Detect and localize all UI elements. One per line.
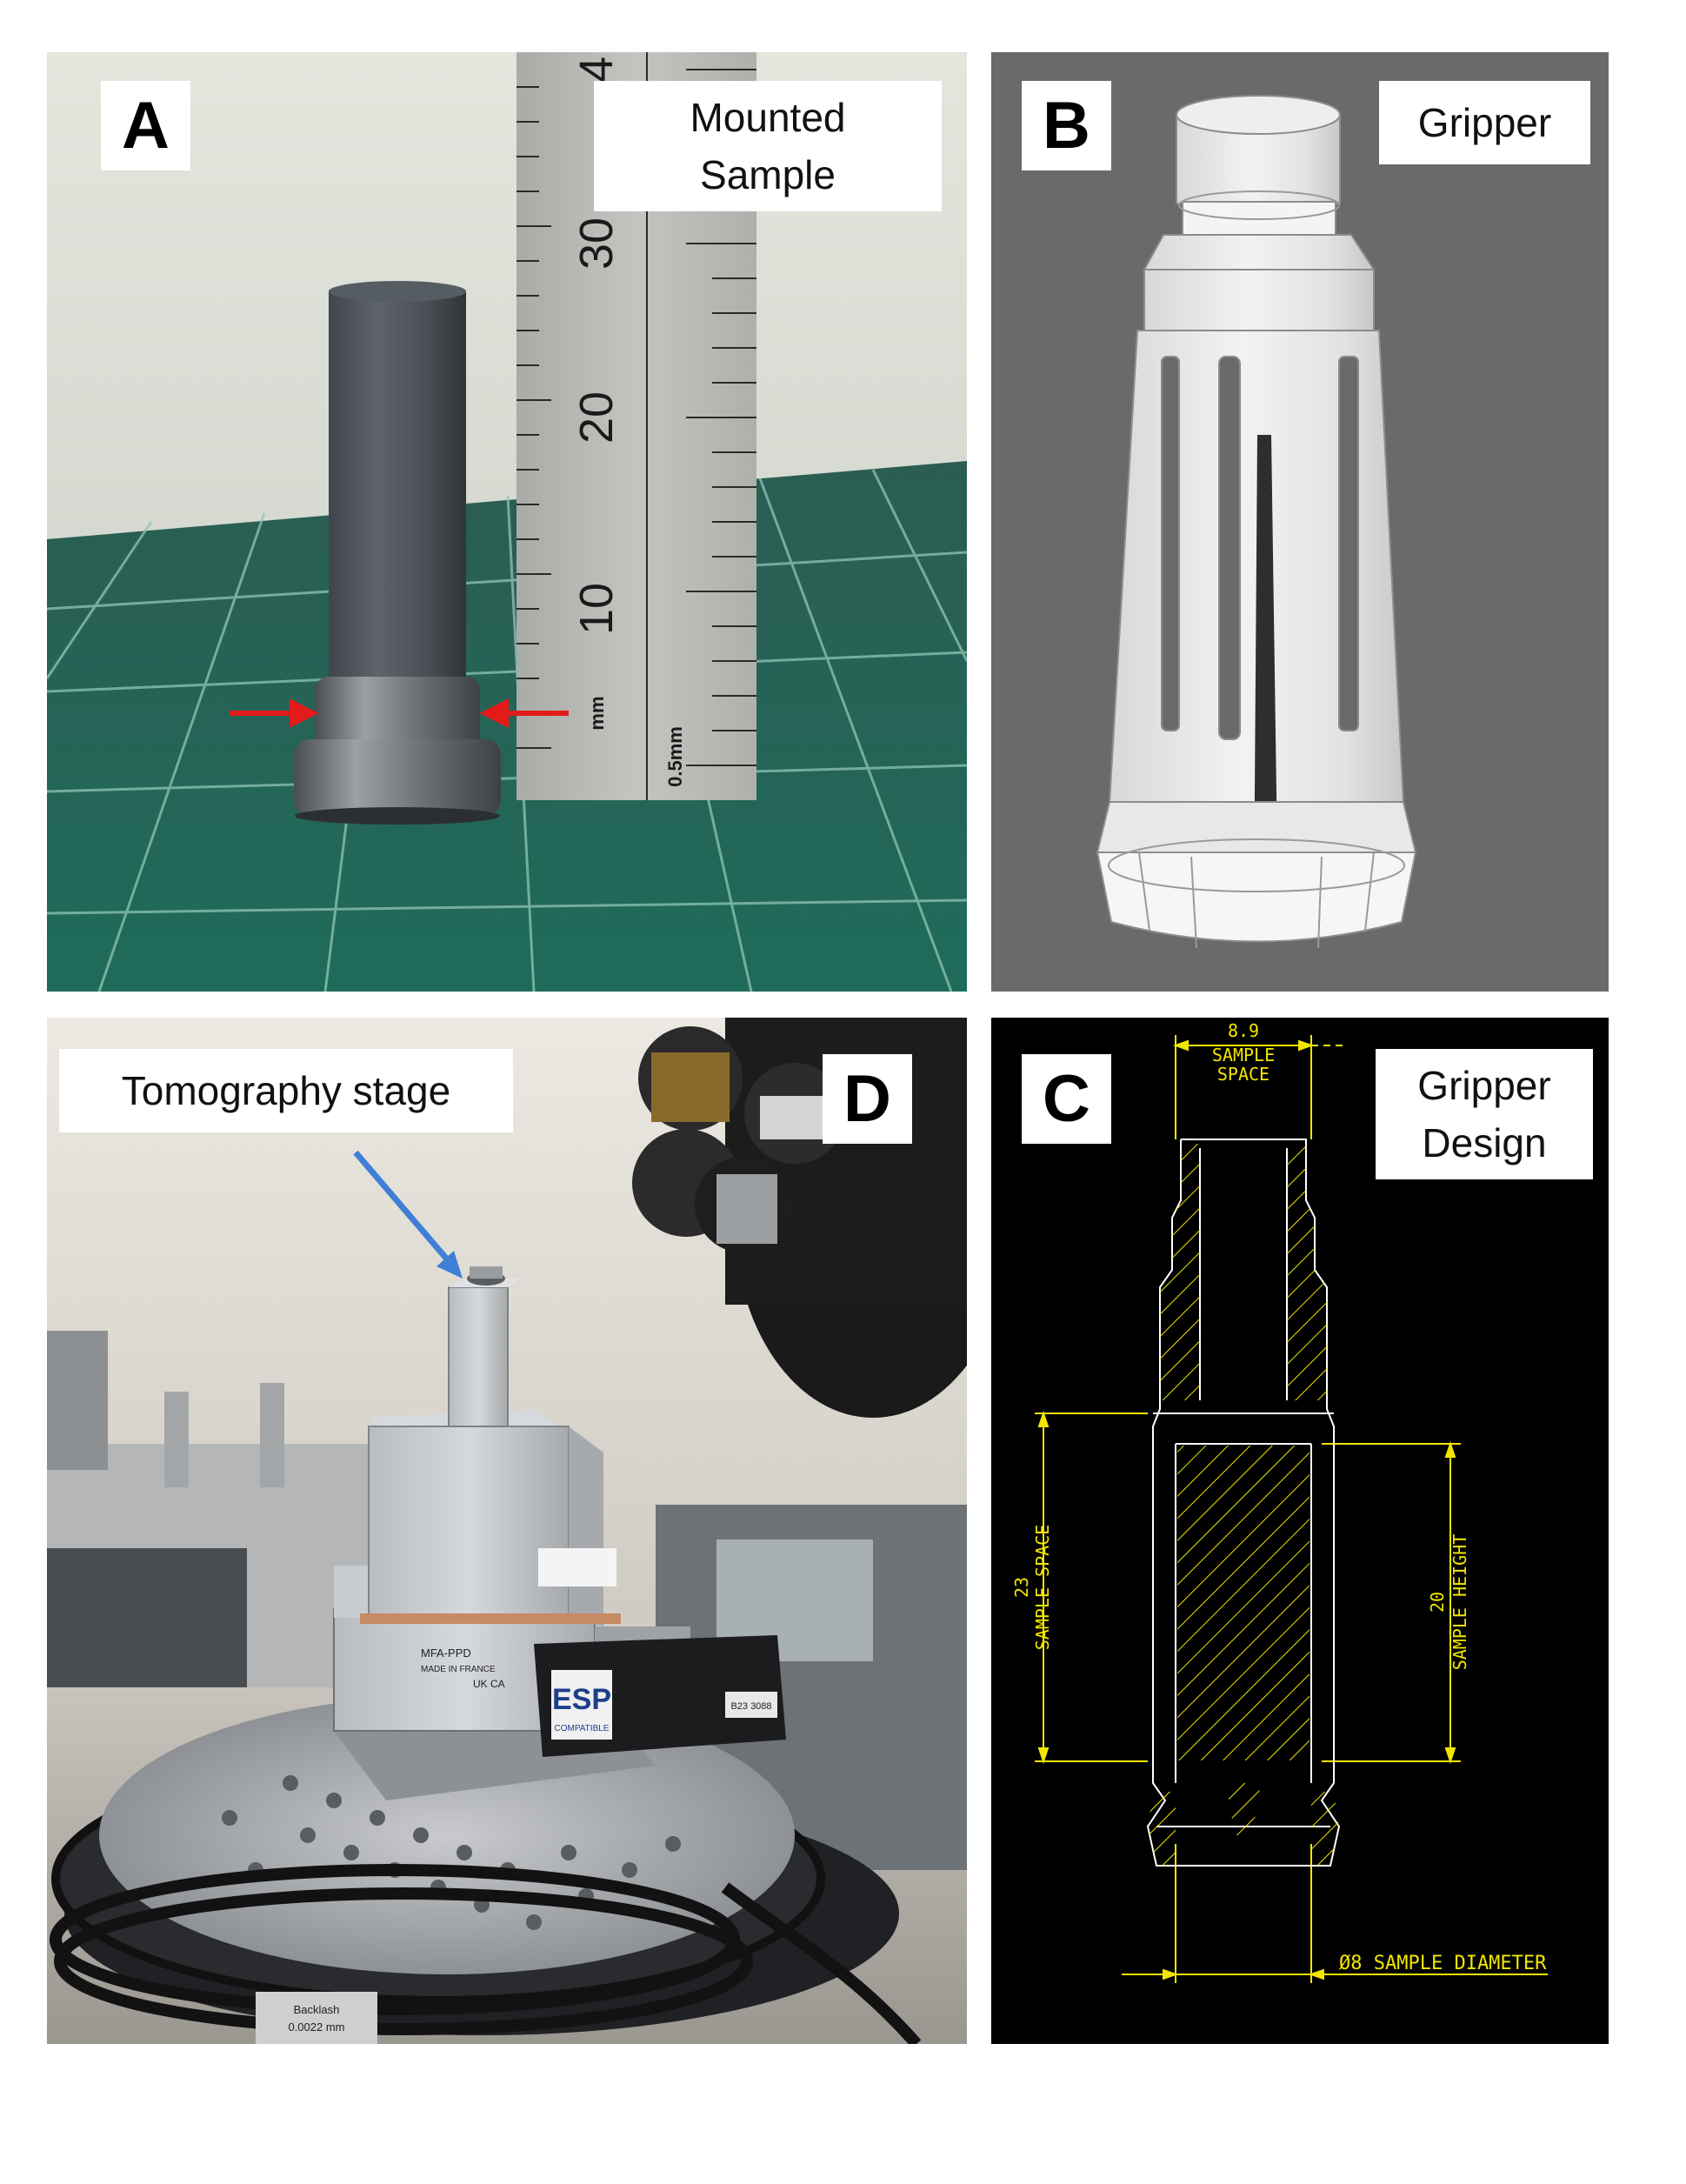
panel-letter-c: C (1022, 1054, 1111, 1144)
panel-d-label: Tomography stage (59, 1049, 513, 1132)
panel-c-label-line1: Gripper (1417, 1063, 1551, 1108)
ruler-unit-mm: mm (586, 696, 608, 730)
cad-right-dim-label: SAMPLE HEIGHT (1449, 1534, 1470, 1671)
ruler-unit-half-mm: 0.5mm (664, 726, 686, 787)
ruler-number-top-partial: 4 (570, 57, 623, 83)
serial-label: B23 3088 (730, 1701, 771, 1712)
cad-top-dim-label1: SAMPLE (1212, 1045, 1275, 1065)
cad-top-dim-label2: SPACE (1217, 1064, 1269, 1085)
panel-letter-d: D (823, 1054, 912, 1144)
esp-brand-sub-text: COMPATIBLE (555, 1724, 610, 1733)
panel-b-gripper-render: B Gripper (991, 52, 1609, 992)
panel-d-tomography-photo: ESP COMPATIBLE B23 3088 MFA-PPD MADE IN … (47, 1018, 967, 2044)
tomography-stage-photo: ESP COMPATIBLE B23 3088 MFA-PPD MADE IN … (47, 1018, 967, 2044)
sample-cylinder (329, 291, 466, 744)
blue-pointer-arrow (353, 1150, 463, 1279)
cad-bottom-dim-label: Ø8 SAMPLE DIAMETER (1339, 1953, 1547, 1974)
ruler-number-30: 30 (570, 217, 623, 270)
made-in-text: MADE IN FRANCE (421, 1665, 496, 1674)
steel-holder-base (294, 739, 501, 816)
ruler-number-10: 10 (570, 583, 623, 635)
panel-letter-a: A (101, 81, 190, 170)
cad-top-dim-value: 8.9 (1228, 1020, 1259, 1041)
panel-a-label-line1: Mounted (690, 95, 846, 140)
esp-brand-text: ESP (552, 1683, 611, 1716)
tomography-pillar (448, 1286, 509, 1427)
panel-c-label-line2: Design (1422, 1120, 1547, 1165)
cad-right-dim-value: 20 (1427, 1592, 1448, 1613)
gripper-3d-render (1096, 95, 1417, 949)
ukca-mark-text: UK CA (473, 1678, 505, 1690)
backlash-sticker-line1: Backlash (294, 2003, 340, 2016)
ruler-number-20: 20 (570, 391, 623, 444)
stage-model-text: MFA-PPD (421, 1646, 471, 1660)
steel-holder-upper (315, 677, 480, 751)
sample-hatched-region (1177, 1446, 1309, 1760)
cad-left-dim-value: 23 (1011, 1577, 1032, 1598)
panel-letter-b: B (1022, 81, 1111, 170)
panel-a-label: Mounted Sample (594, 81, 942, 211)
panel-a-label-line2: Sample (700, 152, 836, 197)
cad-left-dim-label: SAMPLE SPACE (1032, 1525, 1053, 1651)
gripper-cad-drawing: 8.9 SAMPLE SPACE 23 SAMPLE SPACE 20 SAMP… (1011, 1020, 1548, 1983)
panel-a-mounted-sample-photo: 30 20 10 4 mm 0.5mm A Mounted Sample (47, 52, 967, 992)
panel-b-label: Gripper (1379, 81, 1590, 164)
backlash-sticker-line2: 0.0022 mm (288, 2020, 344, 2034)
red-diameter-arrows (230, 698, 569, 728)
panel-c-label: Gripper Design (1376, 1049, 1593, 1179)
panel-c-gripper-design-drawing: 8.9 SAMPLE SPACE 23 SAMPLE SPACE 20 SAMP… (991, 1018, 1609, 2044)
